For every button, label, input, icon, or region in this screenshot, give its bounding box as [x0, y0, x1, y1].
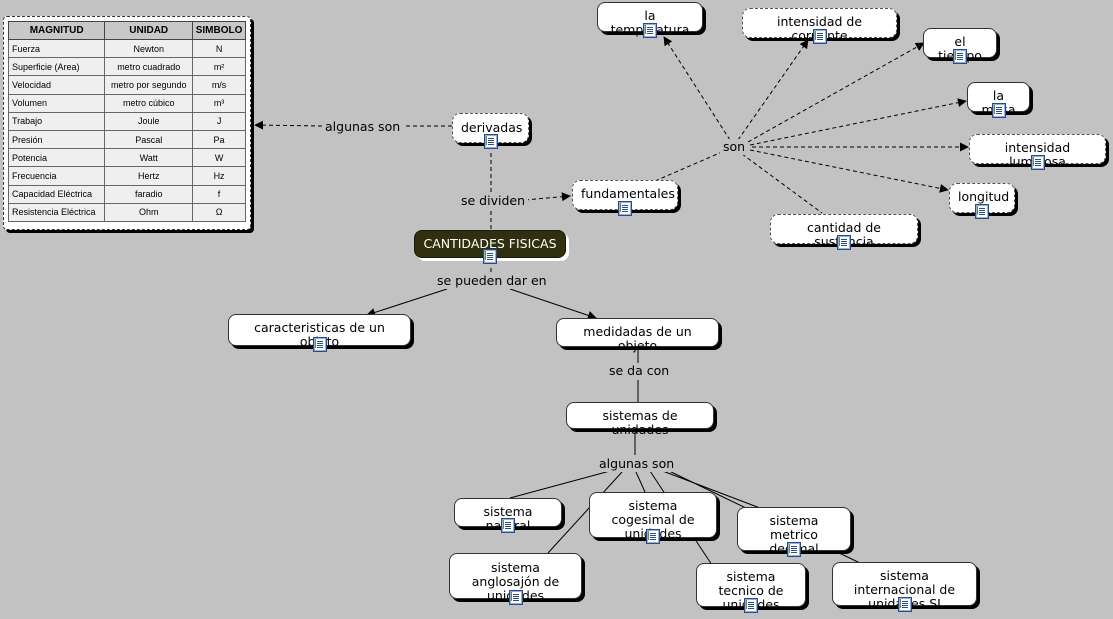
table-cell: metro cuadrado [104, 57, 194, 77]
concept-caracteristicas[interactable]: caracteristicas de un objeto [228, 314, 411, 352]
document-icon[interactable] [812, 29, 827, 44]
document-icon[interactable] [897, 597, 912, 612]
document-icon[interactable] [483, 134, 498, 149]
concept-label: derivadas [461, 120, 523, 135]
concept-label: fundamentales [581, 186, 675, 201]
table-cell: Velocidad [7, 75, 106, 95]
concept-label: sistema tecnico de unidades [718, 569, 784, 612]
table-cell: m/s [192, 75, 246, 95]
document-icon[interactable] [646, 529, 660, 544]
concept-sistema-anglosajon[interactable]: sistema anglosajón de unidades [449, 553, 582, 605]
table-cell: f [192, 184, 246, 204]
concept-el-tiempo[interactable]: el tiempo [923, 28, 997, 64]
document-icon[interactable] [312, 337, 327, 352]
document-icon[interactable] [483, 249, 497, 264]
table-cell: Ω [192, 202, 246, 222]
table-cell: W [192, 148, 246, 168]
concept-longitud[interactable]: longitud [949, 183, 1015, 219]
linking-phrase-se-da-con[interactable]: se da con [606, 363, 673, 379]
table-cell: metro cúbico [104, 93, 194, 113]
document-icon[interactable] [975, 204, 989, 219]
table-cell: m³ [192, 93, 246, 113]
table-cell: J [192, 111, 246, 131]
document-icon[interactable] [953, 49, 967, 64]
document-icon[interactable] [508, 590, 523, 605]
document-icon[interactable] [618, 201, 632, 216]
table-cell: Capacidad Eléctrica [7, 184, 106, 204]
concept-derivadas[interactable]: derivadas [452, 113, 529, 149]
table-header: UNIDAD [104, 21, 194, 40]
table-cell: Ohm [104, 202, 194, 222]
concept-label: sistemas de unidades [602, 408, 678, 437]
linking-phrase-algunas-son-bottom[interactable]: algunas son [596, 456, 678, 472]
table-cell: Potencia [7, 148, 106, 168]
document-icon[interactable] [1030, 155, 1045, 170]
document-icon[interactable] [643, 23, 657, 38]
table-cell: Trabajo [7, 111, 106, 131]
concept-sistema-cogesimal[interactable]: sistema cogesimal de unidades [589, 492, 717, 544]
concept-la-masa[interactable]: la masa [967, 82, 1030, 118]
table-cell: Presión [7, 129, 106, 150]
table-cell: Resistencia Eléctrica [7, 202, 106, 222]
table-header: MAGNITUD [7, 21, 106, 40]
document-icon[interactable] [787, 542, 801, 557]
concept-label: longitud [958, 189, 1010, 204]
concept-sistema-natural[interactable]: sistema natural [454, 498, 562, 533]
concept-sistemas-de-unidades[interactable]: sistemas de unidades [566, 402, 714, 437]
concept-label: sistema metrico decimal [769, 513, 819, 556]
concept-cantidad-de-sustancia[interactable]: cantidad de sustancia [770, 214, 918, 250]
concept-label: medidadas de un objeto [583, 324, 692, 353]
document-icon[interactable] [837, 235, 851, 250]
linking-phrase-son[interactable]: son [720, 139, 749, 155]
concept-label: sistema anglosajón de unidades [471, 560, 560, 603]
document-icon[interactable] [744, 598, 758, 613]
linking-phrase-algunas-son[interactable]: algunas son [322, 119, 404, 135]
table-cell: Hz [192, 166, 246, 186]
concept-medidas[interactable]: medidadas de un objeto [556, 318, 719, 353]
concept-sistema-metrico-decimal[interactable]: sistema metrico decimal [737, 507, 851, 557]
document-icon[interactable] [991, 103, 1006, 118]
concept-sistema-tecnico[interactable]: sistema tecnico de unidades [696, 563, 806, 613]
table-cell: Fuerza [7, 38, 106, 59]
table-cell: m² [192, 57, 246, 77]
table-cell: N [192, 38, 246, 59]
concept-label: sistema internacional de unidades SI [853, 568, 956, 611]
table-cell: faradio [104, 184, 194, 204]
table-header: SIMBOLO [192, 21, 246, 40]
table-cell: Joule [104, 111, 194, 131]
table-cell: Frecuencia [7, 166, 106, 186]
table-cell: Volumen [7, 93, 106, 113]
table-cell: Pa [192, 129, 246, 150]
concept-intensidad-de-corriente[interactable]: intensidad de corriente [742, 8, 897, 44]
table-cell: metro por segundo [104, 75, 194, 95]
table-cell: Hertz [104, 166, 194, 186]
table-cell: Watt [104, 148, 194, 168]
concept-intensidad-luminosa[interactable]: intensidad luminosa [969, 134, 1106, 170]
linking-phrase-se-dividen[interactable]: se dividen [458, 193, 529, 209]
linking-phrase-se-pueden-dar-en[interactable]: se pueden dar en [434, 273, 550, 289]
concept-label: CANTIDADES FISICAS [423, 236, 557, 251]
table-cell: Superficie (Area) [7, 57, 106, 77]
concept-sistema-internacional[interactable]: sistema internacional de unidades SI [832, 562, 977, 612]
concept-fundamentales[interactable]: fundamentales [572, 180, 678, 216]
concept-cantidades-fisicas[interactable]: CANTIDADES FISICAS [414, 230, 566, 264]
table-cell: Pascal [104, 129, 194, 150]
document-icon[interactable] [501, 518, 515, 533]
table-cell: Newton [104, 38, 194, 59]
concept-la-temperatura[interactable]: la temperatura [597, 2, 703, 38]
